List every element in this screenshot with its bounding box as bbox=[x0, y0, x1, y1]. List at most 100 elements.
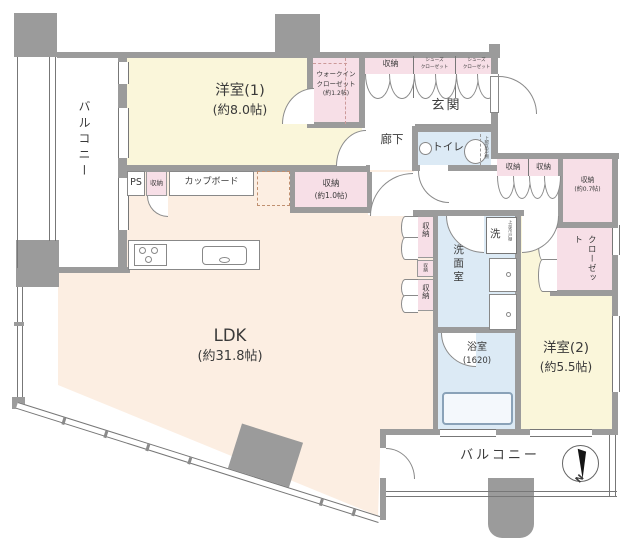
balcony-door-gap bbox=[380, 448, 386, 478]
glass-tick-left bbox=[14, 322, 24, 326]
ldk-glass-left-b bbox=[22, 287, 24, 403]
wall-storage10-bottom bbox=[290, 207, 372, 213]
wall-storage07-left bbox=[558, 159, 563, 222]
washer-label: 洗 bbox=[490, 228, 501, 240]
wall-bedroom2-left bbox=[515, 210, 521, 430]
bifold-shoes1-2 bbox=[435, 74, 457, 99]
balcony-line-a bbox=[49, 57, 50, 241]
door-toilet bbox=[418, 171, 449, 203]
shoes2-line1: シューズ bbox=[467, 58, 486, 63]
ps-label: PS bbox=[130, 177, 142, 188]
storage07-size: (約0.7帖) bbox=[574, 186, 601, 193]
ldk-name: LDK bbox=[213, 326, 247, 345]
sink-drain bbox=[219, 257, 230, 263]
hall-storage-a-label: 収納 bbox=[505, 162, 521, 171]
washer-box bbox=[486, 217, 517, 254]
balcony2-bottom-b bbox=[386, 496, 617, 498]
ps-storage-label: 収納 bbox=[150, 179, 163, 187]
window-bath-bottom bbox=[440, 429, 496, 437]
storage10-size: (約1.0帖) bbox=[314, 191, 348, 200]
shoes1-line1: シューズ bbox=[425, 58, 444, 63]
fridge-space bbox=[257, 171, 290, 206]
hall-storage-b-label: 収納 bbox=[536, 162, 551, 171]
ldk-glass-left-a bbox=[17, 287, 19, 403]
basin-counter-1 bbox=[489, 258, 517, 292]
wall-storage10-right bbox=[367, 172, 372, 212]
pocket-b bbox=[417, 260, 434, 277]
wall-bottom bbox=[380, 429, 618, 435]
pillar-bottom-center bbox=[488, 478, 534, 538]
wall-bedroom1-bottom bbox=[118, 165, 370, 172]
burner-1 bbox=[139, 247, 146, 254]
entry-step-line bbox=[415, 124, 491, 126]
shoes1-line2: クローゼット bbox=[420, 65, 449, 70]
bathroom-size: (1620) bbox=[462, 356, 492, 366]
balcony-line-b bbox=[55, 57, 56, 241]
window-bedroom1-a bbox=[118, 62, 129, 84]
wall-toilet-left bbox=[412, 126, 418, 171]
wic-line1: ウォークイン bbox=[316, 70, 356, 78]
wall-entry-right-upper bbox=[491, 58, 498, 78]
ps-storage-box bbox=[146, 171, 167, 196]
room-storage-0-7 bbox=[563, 159, 612, 222]
burner-3 bbox=[145, 256, 152, 263]
wall-washblock-top bbox=[412, 210, 521, 216]
toilet-tank bbox=[419, 142, 432, 155]
shoes2-line2: クローゼット bbox=[462, 65, 491, 70]
bifold-entry-1 bbox=[365, 74, 391, 99]
toilet-label: トイレ bbox=[432, 141, 464, 153]
window-bedroom2-right bbox=[612, 316, 620, 392]
wall-toilet-top bbox=[412, 126, 497, 132]
window-bedroom2-bottom bbox=[530, 429, 592, 437]
cupboard-box bbox=[169, 171, 254, 196]
wall-washblock-left bbox=[433, 210, 438, 430]
wall-wic-right bbox=[359, 57, 365, 128]
bedroom1-size: (約8.0帖) bbox=[212, 102, 268, 117]
entry-door-leaf bbox=[490, 76, 499, 113]
room-walk-in-closet bbox=[313, 57, 359, 122]
storage07-name: 収納 bbox=[580, 176, 595, 184]
compass-needle bbox=[577, 448, 587, 479]
entry-storage-label: 収納 bbox=[382, 59, 399, 68]
balcony-bottom-label: バルコニー bbox=[460, 448, 540, 463]
toilet-bowl bbox=[464, 139, 487, 164]
sink bbox=[202, 246, 247, 265]
wall-wic-bottom bbox=[307, 122, 365, 128]
compass bbox=[562, 445, 599, 482]
bathtub bbox=[442, 392, 513, 425]
wall-rightwing-top bbox=[491, 153, 619, 159]
bifold-shoes2-1 bbox=[456, 74, 479, 99]
wic-line3: (約1.2帖) bbox=[322, 90, 350, 97]
burner-2 bbox=[151, 247, 158, 254]
pocket-c-label: 収納 bbox=[421, 284, 431, 299]
pocket-a-label: 収納 bbox=[421, 222, 431, 237]
balcony-rail-left bbox=[17, 57, 19, 268]
entrance-label: 玄関 bbox=[431, 98, 462, 113]
balcony-left-label: バルコニー bbox=[77, 100, 91, 180]
pillar-top-left bbox=[14, 13, 57, 57]
hallway-label: 廊下 bbox=[380, 132, 404, 146]
wall-entry-stub bbox=[489, 44, 500, 58]
wall-hall-bedroom2 bbox=[497, 210, 524, 216]
ldk-size: (約31.8帖) bbox=[197, 349, 263, 364]
bedroom2-size: (約5.5帖) bbox=[539, 360, 593, 374]
bedroom2-name: 洋室(2) bbox=[542, 340, 590, 356]
pocket-b-label: 収納 bbox=[422, 263, 428, 272]
hall-storage-divider bbox=[528, 159, 529, 176]
wall-balcony-bottom bbox=[57, 267, 130, 273]
door-entrance bbox=[499, 76, 537, 114]
wall-closet2-bottom bbox=[550, 290, 618, 296]
door-balcony bbox=[386, 448, 415, 479]
bifold-entry-2 bbox=[389, 74, 415, 99]
bifold-pocket-a2 bbox=[401, 237, 418, 260]
wic-dash-v bbox=[345, 58, 346, 124]
washroom-label: 洗面室 bbox=[452, 244, 465, 285]
toilet-shelf-dash bbox=[480, 134, 481, 166]
storage10-name: 収納 bbox=[322, 179, 340, 189]
pillar-bottom-left bbox=[16, 240, 59, 287]
bifold-shoes1-1 bbox=[414, 74, 437, 99]
balcony2-bottom-a bbox=[386, 491, 617, 493]
wall-wash-bath bbox=[438, 327, 515, 333]
toilet-door-gap bbox=[420, 165, 448, 171]
